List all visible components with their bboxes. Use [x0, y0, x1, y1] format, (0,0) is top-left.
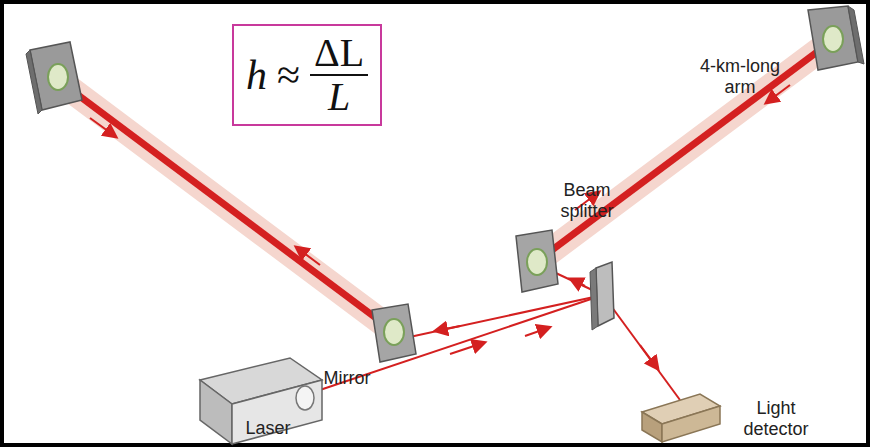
formula-box: h≈ΔLL: [232, 24, 382, 126]
variable-symbol: h: [246, 51, 267, 99]
arm-label: 4-km-long arm: [688, 56, 792, 97]
approx-symbol: ≈: [277, 51, 300, 99]
part-label: Mirror: [312, 368, 382, 389]
numerator: ΔL: [310, 32, 368, 76]
denominator: L: [328, 76, 350, 118]
part-label: Laser: [236, 418, 300, 439]
part-label: Light detector: [730, 398, 822, 439]
part-label: Beam splitter: [545, 180, 629, 221]
fraction: ΔLL: [310, 32, 368, 118]
